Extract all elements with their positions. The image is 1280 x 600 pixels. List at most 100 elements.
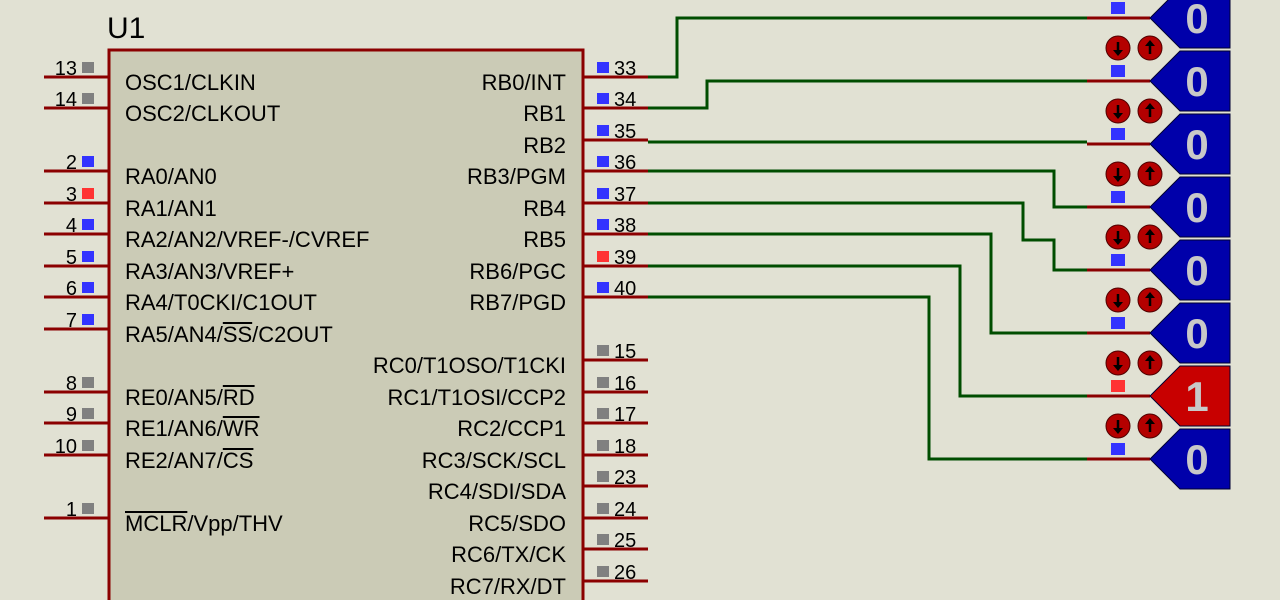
chip-body[interactable]	[107, 48, 585, 600]
pin-label-16: RC1/T1OSI/CCP2	[388, 385, 567, 410]
wire-rb0[interactable]	[648, 16, 1087, 79]
pin-label-8: RE0/AN5/RD	[125, 385, 255, 410]
right-pins: 33RB0/INT34RB135RB236RB3/PGM37RB438RB539…	[373, 58, 648, 599]
probe-value: 0	[1185, 310, 1208, 357]
probe-body	[1149, 50, 1231, 112]
probe-state-square-icon	[1111, 380, 1125, 392]
pin-number: 2	[66, 152, 77, 174]
wire-rb5[interactable]	[648, 232, 1087, 335]
pin-state-square-icon	[82, 93, 94, 104]
wire-rb7[interactable]	[648, 295, 1087, 461]
wire-rb1[interactable]	[648, 79, 1087, 110]
arrow-up-button-icon[interactable]	[1137, 350, 1163, 376]
pin-label-23: RC4/SDI/SDA	[428, 479, 566, 504]
probe-body	[1149, 365, 1231, 427]
arrow-up-button-icon[interactable]	[1137, 35, 1163, 61]
pin-state-square-icon	[82, 156, 94, 167]
arrow-up-button-icon[interactable]	[1137, 287, 1163, 313]
toggle-arrow-head	[1145, 166, 1155, 172]
pin-state-square-icon	[82, 62, 94, 73]
arrow-down-button-icon[interactable]	[1105, 224, 1131, 250]
pin-state-square-icon	[82, 188, 94, 199]
logic-probe-4[interactable]: 0	[1087, 224, 1231, 301]
pin-state-square-icon	[597, 219, 609, 230]
pin-number: 34	[614, 89, 636, 111]
arrow-down-button-icon[interactable]	[1105, 287, 1131, 313]
arrow-up-button-icon[interactable]	[1137, 224, 1163, 250]
arrow-down-button-icon[interactable]	[1105, 413, 1131, 439]
pin-label-5: RA3/AN3/VREF+	[125, 259, 294, 284]
logic-probe-1[interactable]: 0	[1087, 35, 1231, 112]
logic-probe-6[interactable]: 1	[1087, 350, 1231, 427]
pin-label-9: RE1/AN6/WR	[125, 416, 259, 441]
probe-state-square-icon	[1111, 443, 1125, 455]
pin-number: 3	[66, 184, 77, 206]
logic-probe-5[interactable]: 0	[1087, 287, 1231, 364]
wire-rb3[interactable]	[648, 169, 1087, 209]
pin-label-15: RC0/T1OSO/T1CKI	[373, 353, 566, 378]
pin-number: 18	[614, 436, 636, 458]
pin-state-square-icon	[597, 156, 609, 167]
probe-body	[1149, 0, 1231, 49]
wire-rb6[interactable]	[648, 264, 1087, 398]
logic-probe-7[interactable]: 0	[1087, 413, 1231, 490]
arrow-down-button-icon[interactable]	[1105, 161, 1131, 187]
pin-label-18: RC3/SCK/SCL	[422, 448, 566, 473]
pin-label-36: RB3/PGM	[467, 164, 566, 189]
pin-state-square-icon	[82, 282, 94, 293]
toggle-arrow-head	[1113, 302, 1123, 308]
pin-label-33: RB0/INT	[482, 70, 566, 95]
arrow-up-button-icon[interactable]	[1137, 161, 1163, 187]
toggle-arrow-head	[1113, 176, 1123, 182]
arrow-down-button-icon[interactable]	[1105, 35, 1131, 61]
arrow-down-button-icon[interactable]	[1105, 98, 1131, 124]
logic-probe-0[interactable]: 0	[1087, 0, 1231, 49]
arrow-up-button-icon[interactable]	[1137, 98, 1163, 124]
pin-state-square-icon	[597, 125, 609, 136]
pin-state-square-icon	[82, 408, 94, 419]
pin-state-square-icon	[597, 62, 609, 73]
logic-probe-3[interactable]: 0	[1087, 161, 1231, 238]
pin-number: 33	[614, 58, 636, 80]
pin-label-37: RB4	[523, 196, 566, 221]
probe-value: 0	[1185, 58, 1208, 105]
logic-probe-2[interactable]: 0	[1087, 98, 1231, 175]
toggle-arrow-head	[1113, 113, 1123, 119]
arrow-up-button-icon[interactable]	[1137, 413, 1163, 439]
arrow-down-button-icon[interactable]	[1105, 350, 1131, 376]
probe-body	[1149, 113, 1231, 175]
pin-label-10: RE2/AN7/CS	[125, 448, 253, 473]
probe-body	[1149, 239, 1231, 301]
pin-label-6: RA4/T0CKI/C1OUT	[125, 290, 317, 315]
wire-rb4[interactable]	[648, 201, 1087, 272]
toggle-arrow-head	[1145, 292, 1155, 298]
